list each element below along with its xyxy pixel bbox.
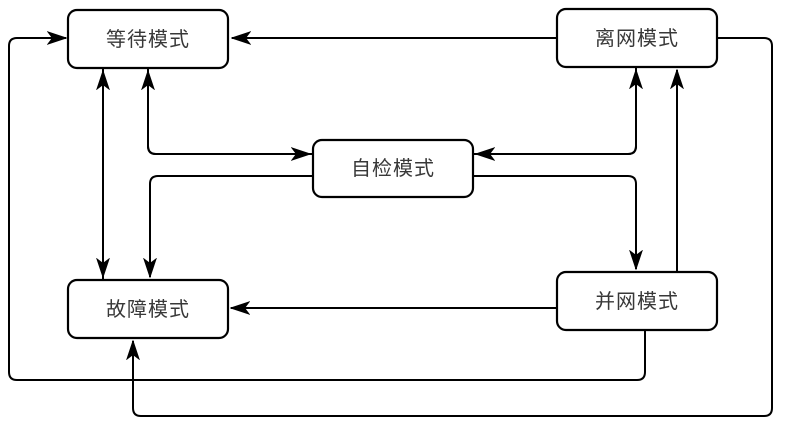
node-selfcheck-mode: 自检模式 <box>311 138 475 199</box>
edge-offgrid-to-fault <box>133 37 773 417</box>
node-grid-mode: 并网模式 <box>555 270 719 332</box>
node-selfcheck-mode-box <box>311 138 475 199</box>
edge-selfcheck-to-wait <box>148 71 313 155</box>
node-fault-mode-box <box>66 278 230 340</box>
node-offgrid-mode: 离网模式 <box>555 7 719 69</box>
edge-selfcheck-to-fault <box>150 175 313 277</box>
node-offgrid-mode-label: 离网模式 <box>595 27 679 50</box>
node-wait-mode: 等待模式 <box>66 8 230 70</box>
edge-selfcheck-to-grid <box>473 175 636 269</box>
node-fault-mode-label: 故障模式 <box>106 298 190 321</box>
node-grid-mode-box <box>555 270 719 332</box>
node-fault-mode: 故障模式 <box>66 278 230 340</box>
edge-grid-to-wait <box>8 38 646 381</box>
edge-layer <box>8 37 773 417</box>
edge-offgrid-to-selfcheck <box>476 67 637 154</box>
node-offgrid-mode-box <box>555 7 719 69</box>
edge-wait-to-selfcheck <box>147 68 310 154</box>
edge-selfcheck-to-offgrid <box>473 70 636 155</box>
node-selfcheck-mode-label: 自检模式 <box>351 157 435 180</box>
node-wait-mode-label: 等待模式 <box>106 28 190 51</box>
node-grid-mode-label: 并网模式 <box>595 290 679 313</box>
node-wait-mode-box <box>66 8 230 70</box>
